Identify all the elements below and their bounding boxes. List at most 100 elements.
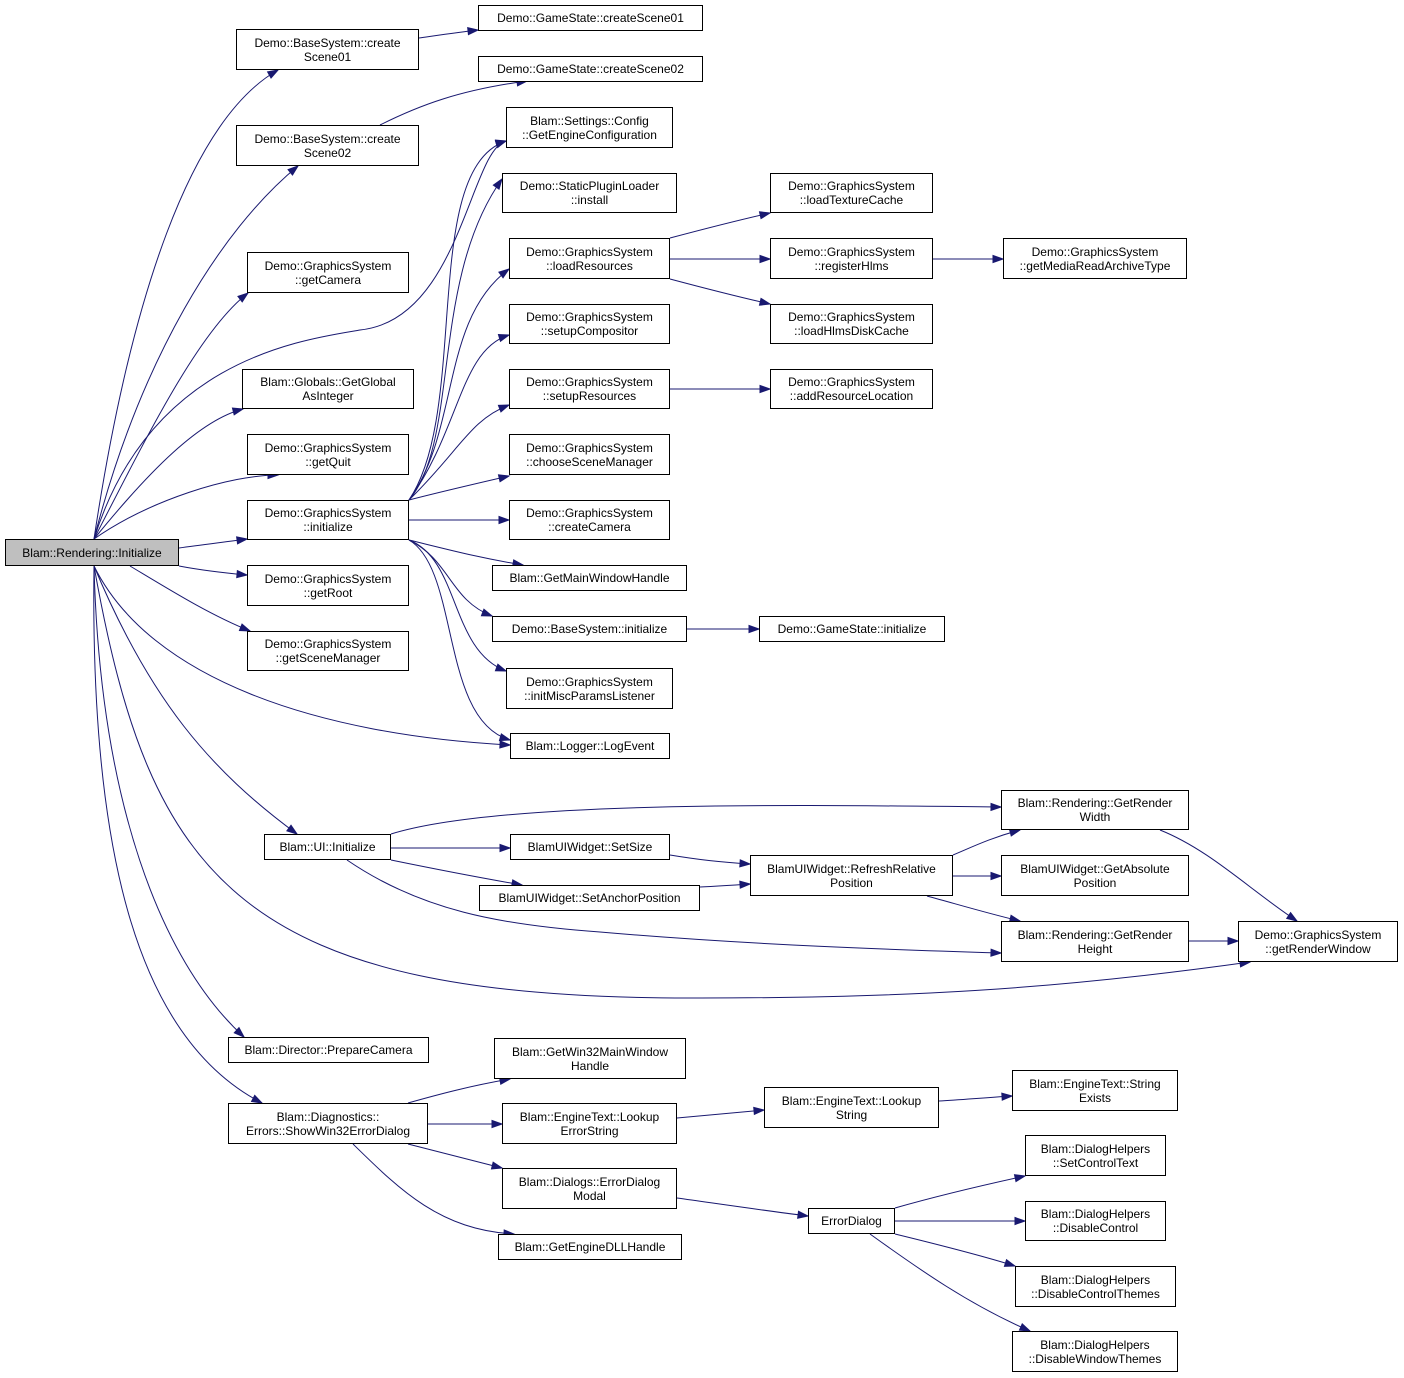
node-widget-setsize[interactable]: BlamUIWidget::SetSize	[510, 834, 670, 860]
node-staticpluginloader-install[interactable]: Demo::StaticPluginLoader::install	[502, 173, 677, 213]
arrowhead	[490, 1161, 504, 1170]
node-graphicssystem-getroot[interactable]: Demo::GraphicsSystem::getRoot	[247, 565, 409, 606]
call-edge	[669, 278, 771, 305]
node-director-preparecamera[interactable]: Blam::Director::PrepareCamera	[228, 1037, 429, 1063]
arrowhead	[236, 569, 249, 579]
node-graphicssystem-getquit[interactable]: Demo::GraphicsSystem::getQuit	[247, 434, 409, 475]
node-ui-initialize[interactable]: Blam::UI::Initialize	[264, 834, 391, 860]
arrowhead	[497, 334, 511, 343]
node-blam-rendering-initialize[interactable]: Blam::Rendering::Initialize	[5, 539, 179, 566]
arrowhead	[753, 1106, 766, 1116]
arrowhead	[748, 624, 761, 634]
node-basesystem-initialize[interactable]: Demo::BaseSystem::initialize	[492, 616, 687, 642]
call-edge	[894, 1233, 1016, 1267]
node-graphicssystem-getscenemanager[interactable]: Demo::GraphicsSystem::getSceneManager	[247, 631, 409, 671]
arrowhead	[1003, 1258, 1017, 1267]
call-edge	[408, 404, 510, 501]
arrowhead	[498, 733, 512, 742]
arrowhead	[480, 608, 494, 617]
node-dialoghelpers-disablecontrolthemes[interactable]: Blam::DialogHelpers::DisableControlTheme…	[1015, 1266, 1176, 1307]
call-edge	[93, 565, 245, 1038]
call-edge	[408, 539, 511, 741]
node-graphicssystem-setupresources[interactable]: Demo::GraphicsSystem::setupResources	[509, 369, 670, 409]
node-graphicssystem-initmiscparamslistener[interactable]: Demo::GraphicsSystem::initMiscParamsList…	[506, 668, 673, 709]
call-edge	[129, 565, 251, 632]
call-edge	[952, 829, 1021, 856]
call-edge	[894, 1175, 1026, 1209]
call-edge	[93, 292, 249, 540]
node-getmainwindowhandle[interactable]: Blam::GetMainWindowHandle	[492, 565, 687, 591]
node-errordialog[interactable]: ErrorDialog	[808, 1208, 895, 1234]
node-diagnostics-showwin32errordialog[interactable]: Blam::Diagnostics::Errors::ShowWin32Erro…	[228, 1103, 428, 1144]
arrowhead	[236, 536, 249, 545]
node-graphicssystem-loadhlmsdiskcache[interactable]: Demo::GraphicsSystem::loadHlmsDiskCache	[770, 304, 933, 344]
arrowhead	[266, 69, 280, 79]
arrowhead	[498, 268, 511, 279]
node-gamestate-createscene02[interactable]: Demo::GameState::createScene02	[478, 56, 703, 82]
node-graphicssystem-createcamera[interactable]: Demo::GraphicsSystem::createCamera	[509, 500, 670, 540]
arrowhead	[739, 859, 752, 868]
node-gamestate-createscene01[interactable]: Demo::GameState::createScene01	[478, 5, 703, 31]
node-graphicssystem-getcamera[interactable]: Demo::GraphicsSystem::getCamera	[247, 252, 409, 293]
call-edge	[93, 565, 263, 1104]
call-edge	[408, 140, 507, 501]
call-edge	[926, 895, 1021, 922]
node-dialoghelpers-disablewindowthemes[interactable]: Blam::DialogHelpers::DisableWindowThemes	[1012, 1331, 1178, 1372]
call-edge	[869, 1233, 1031, 1332]
node-graphicssystem-initialize[interactable]: Demo::GraphicsSystem::initialize	[247, 500, 409, 540]
node-logger-logevent[interactable]: Blam::Logger::LogEvent	[510, 733, 670, 759]
call-edge	[93, 69, 279, 540]
arrowhead	[1018, 1322, 1032, 1332]
node-graphicssystem-registerhlms[interactable]: Demo::GraphicsSystem::registerHlms	[770, 238, 933, 279]
arrowhead	[1285, 911, 1299, 922]
arrowhead	[467, 26, 480, 36]
arrowhead	[238, 623, 252, 632]
arrowhead	[498, 515, 511, 525]
arrowhead	[990, 802, 1003, 812]
call-edge	[407, 1078, 511, 1104]
arrowhead	[739, 880, 752, 889]
node-config-getengineconfiguration[interactable]: Blam::Settings::Config::GetEngineConfigu…	[506, 107, 673, 148]
call-edge	[408, 178, 503, 501]
arrowhead	[990, 948, 1003, 957]
arrowhead	[758, 297, 772, 306]
node-gamestate-initialize[interactable]: Demo::GameState::initialize	[759, 616, 945, 642]
node-graphicssystem-addresourcelocation[interactable]: Demo::GraphicsSystem::addResourceLocatio…	[770, 369, 933, 409]
arrowhead	[237, 292, 250, 303]
call-edge	[408, 539, 524, 566]
call-edge	[408, 475, 510, 501]
arrowhead	[233, 1026, 246, 1039]
arrowhead	[1227, 936, 1240, 946]
arrowhead	[758, 211, 772, 220]
arrowhead	[250, 1094, 264, 1104]
call-edge	[938, 1095, 1013, 1102]
arrowhead	[492, 177, 503, 190]
node-graphicssystem-getrenderwindow[interactable]: Demo::GraphicsSystem::getRenderWindow	[1238, 921, 1398, 962]
node-getenginedllhandle[interactable]: Blam::GetEngineDLLHandle	[498, 1234, 682, 1260]
node-graphicssystem-loadresources[interactable]: Demo::GraphicsSystem::loadResources	[509, 238, 670, 279]
node-widget-setanchorposition[interactable]: BlamUIWidget::SetAnchorPosition	[479, 885, 700, 911]
node-graphicssystem-loadtexturecache[interactable]: Demo::GraphicsSystem::loadTextureCache	[770, 173, 933, 213]
node-graphicssystem-getmediareadarchivetype[interactable]: Demo::GraphicsSystem::getMediaReadArchiv…	[1003, 238, 1187, 279]
call-edge	[93, 565, 1251, 999]
call-edge	[676, 1109, 765, 1119]
node-graphicssystem-choosescenemanager[interactable]: Demo::GraphicsSystem::chooseSceneManager	[509, 434, 670, 475]
node-dialoghelpers-disablecontrol[interactable]: Blam::DialogHelpers::DisableControl	[1025, 1201, 1166, 1241]
call-edge	[390, 805, 1002, 835]
node-graphicssystem-setupcompositor[interactable]: Demo::GraphicsSystem::setupCompositor	[509, 304, 670, 344]
node-dialoghelpers-setcontroltext[interactable]: Blam::DialogHelpers::SetControlText	[1025, 1135, 1166, 1176]
node-label: Blam::Rendering::Initialize	[22, 545, 162, 560]
